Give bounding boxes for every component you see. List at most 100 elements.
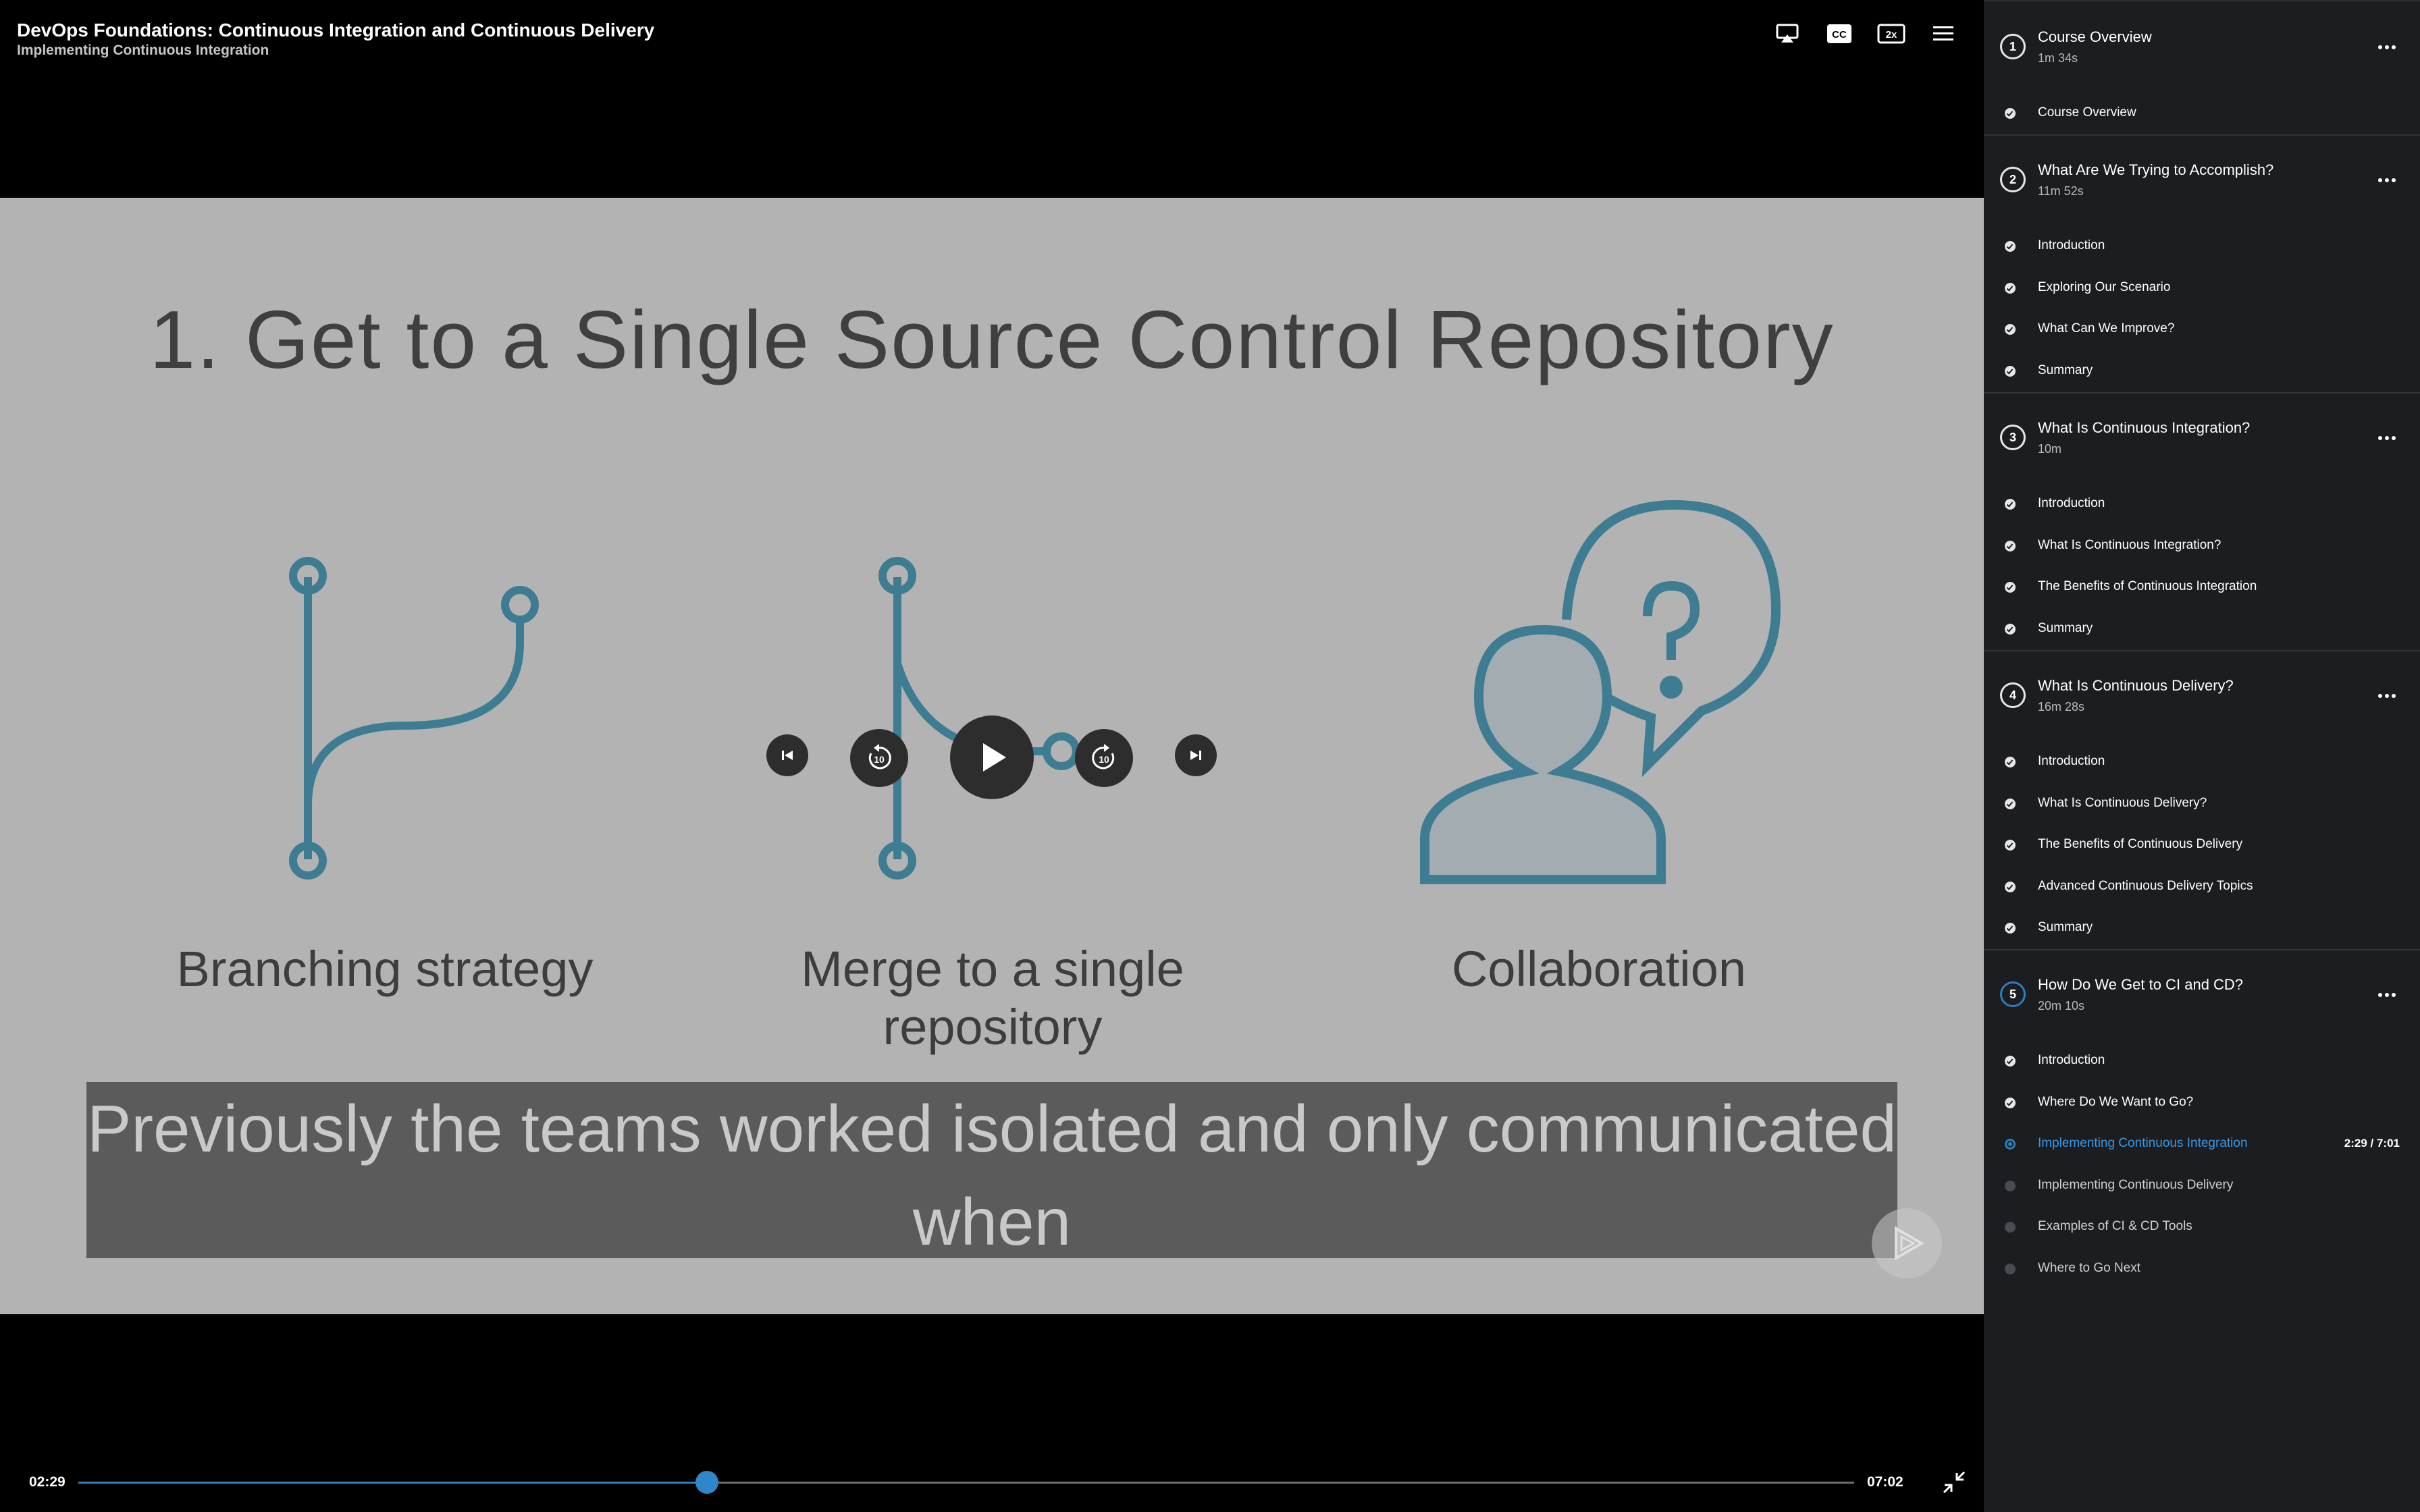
clip-item[interactable]: Examples of CI & CD Tools <box>1984 1214 2420 1241</box>
clip-label: What Is Continuous Delivery? <box>2038 795 2207 810</box>
slide-title: 1. Get to a Single Source Control Reposi… <box>149 294 1835 385</box>
clip-item[interactable]: Implementing Continuous Delivery <box>1984 1172 2420 1199</box>
seek-handle[interactable] <box>695 1471 719 1494</box>
video-player[interactable]: DevOps Foundations: Continuous Integrati… <box>0 0 1984 1512</box>
clip-item[interactable]: Advanced Continuous Delivery Topics <box>1984 873 2420 900</box>
clip-item[interactable]: Course Overview <box>1984 100 2420 127</box>
clip-item[interactable]: Summary <box>1984 915 2420 942</box>
completed-check-icon <box>2005 241 2016 252</box>
module-title: Implementing Continuous Integration <box>17 43 269 58</box>
exit-fullscreen-icon[interactable] <box>1942 1470 1966 1494</box>
clip-label: The Benefits of Continuous Integration <box>2038 579 2257 593</box>
more-options-icon[interactable] <box>2378 433 2398 443</box>
play-icon <box>983 743 1006 772</box>
slide-illustrations <box>289 500 1781 884</box>
slide-label-merge-line2: repository <box>883 999 1103 1055</box>
menu-icon[interactable] <box>1917 20 1969 47</box>
completed-check-icon <box>2005 798 2016 809</box>
clip-item[interactable]: Introduction <box>1984 1048 2420 1075</box>
completed-check-icon <box>2005 499 2016 510</box>
skip-back-icon <box>782 751 793 760</box>
more-options-icon[interactable] <box>2378 990 2398 1000</box>
rewind-label: 10 <box>874 754 885 765</box>
seek-bar[interactable] <box>78 1471 1854 1494</box>
clip-label: The Benefits of Continuous Delivery <box>2038 837 2243 851</box>
module-number-badge: 4 <box>2000 682 2026 708</box>
rewind-10-button[interactable]: 10 <box>850 729 908 787</box>
seek-bar-progress <box>78 1482 708 1484</box>
previous-clip-button[interactable] <box>766 734 808 776</box>
clip-label: Summary <box>2038 620 2093 635</box>
speed-label: 2x <box>1885 29 1897 40</box>
module-number-badge: 3 <box>2000 425 2026 450</box>
more-options-icon[interactable] <box>2378 691 2398 701</box>
clip-label: Examples of CI & CD Tools <box>2038 1219 2192 1233</box>
clip-label: Introduction <box>2038 754 2105 768</box>
forward-10-button[interactable]: 10 <box>1075 729 1133 787</box>
completed-check-icon <box>2005 582 2016 593</box>
playback-speed-icon[interactable]: 2x <box>1865 20 1917 47</box>
module-title[interactable]: What Are We Trying to Accomplish? <box>2038 161 2274 178</box>
clip-item[interactable]: The Benefits of Continuous Integration <box>1984 574 2420 601</box>
more-options-icon[interactable] <box>2378 176 2398 185</box>
completed-check-icon <box>2005 540 2016 551</box>
completed-check-icon <box>2005 282 2016 294</box>
cc-label: CC <box>1832 29 1847 40</box>
module-duration: 11m 52s <box>2038 184 2084 198</box>
module-divider <box>1984 949 2420 950</box>
merge-icon <box>878 557 1080 880</box>
clip-item[interactable]: What Can We Improve? <box>1984 316 2420 343</box>
slide-label-merge: Merge to a single repository <box>743 940 1242 1056</box>
clip-item[interactable]: Introduction <box>1984 233 2420 260</box>
clip-item[interactable]: Where to Go Next <box>1984 1256 2420 1282</box>
module-number-badge: 2 <box>2000 167 2026 192</box>
slide-label-merge-line1: Merge to a single <box>801 941 1184 997</box>
completed-check-icon <box>2005 840 2016 850</box>
total-time: 07:02 <box>1867 1474 1903 1490</box>
clip-item[interactable]: Summary <box>1984 358 2420 385</box>
clip-label: What Is Continuous Integration? <box>2038 537 2221 552</box>
subtitle-caption: Previously the teams worked isolated and… <box>86 1082 1897 1259</box>
module-title[interactable]: What Is Continuous Integration? <box>2038 419 2251 436</box>
module-divider <box>1984 392 2420 394</box>
clip-item[interactable]: The Benefits of Continuous Delivery <box>1984 832 2420 859</box>
video-header: DevOps Foundations: Continuous Integrati… <box>17 19 654 59</box>
module-title[interactable]: How Do We Get to CI and CD? <box>2038 976 2244 993</box>
clip-label: Introduction <box>2038 496 2105 510</box>
clip-item[interactable]: Introduction <box>1984 491 2420 518</box>
completed-check-icon <box>2005 1056 2016 1066</box>
clip-label: Implementing Continuous Delivery <box>2038 1177 2234 1192</box>
play-button[interactable] <box>950 716 1034 799</box>
module-duration: 16m 28s <box>2038 700 2085 713</box>
caption-line-2: when <box>912 1185 1072 1259</box>
clip-label: What Can We Improve? <box>2038 321 2175 335</box>
forward-icon: 10 <box>1092 744 1115 770</box>
more-options-icon[interactable] <box>2378 43 2398 52</box>
clip-label: Introduction <box>2038 1053 2105 1067</box>
clip-label: Exploring Our Scenario <box>2038 279 2171 294</box>
current-time: 02:29 <box>29 1474 65 1490</box>
clip-item[interactable]: Exploring Our Scenario <box>1984 275 2420 302</box>
next-clip-button[interactable] <box>1175 734 1217 776</box>
clip-label: Summary <box>2038 362 2093 377</box>
clip-item[interactable]: Introduction <box>1984 749 2420 776</box>
airplay-icon[interactable] <box>1761 20 1813 47</box>
clip-item[interactable]: Summary <box>1984 616 2420 643</box>
clip-label: Summary <box>2038 920 2093 934</box>
module-number-badge: 1 <box>2000 34 2026 59</box>
module-divider <box>1984 650 2420 651</box>
completed-check-icon <box>2005 881 2016 892</box>
module-number-badge: 5 <box>2000 981 2026 1007</box>
closed-captions-icon[interactable]: CC <box>1813 20 1865 47</box>
clip-item[interactable]: Where Do We Want to Go? <box>1984 1089 2420 1116</box>
clip-label: Introduction <box>2038 238 2105 252</box>
completed-check-icon <box>2005 757 2016 767</box>
caption-line-1: Previously the teams worked isolated and… <box>86 1091 1897 1166</box>
clip-item[interactable]: What Is Continuous Delivery? <box>1984 790 2420 817</box>
module-title[interactable]: Course Overview <box>2038 28 2152 45</box>
rewind-icon: 10 <box>868 744 891 770</box>
module-title[interactable]: What Is Continuous Delivery? <box>2038 677 2234 694</box>
clip-item[interactable]: What Is Continuous Integration? <box>1984 533 2420 560</box>
